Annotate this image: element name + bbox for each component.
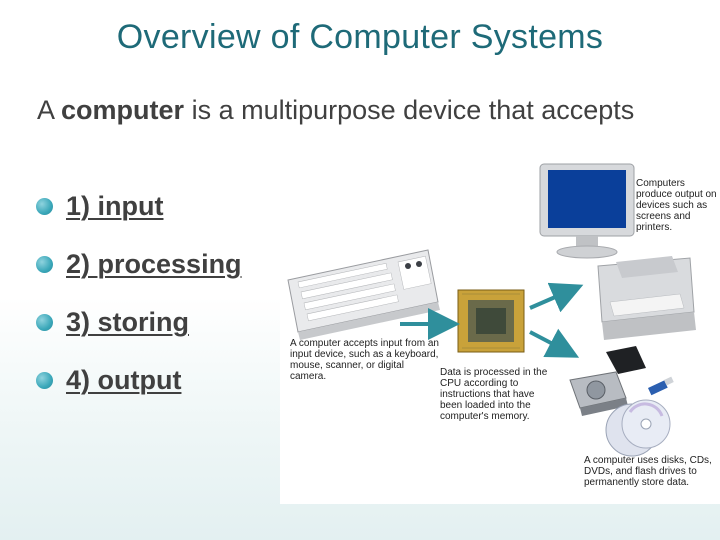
bullet-dot-icon [36,372,53,389]
arrow-cpu-to-storage [530,332,572,354]
bullet-item-input[interactable]: 1) input [36,186,242,244]
bullet-list: 1) input 2) processing 3) storing 4) out… [36,186,242,418]
caption-storage: A computer uses disks, CDs, DVDs, and fl… [584,455,720,488]
arrow-cpu-to-output [530,288,576,308]
flash-memory-icon [606,346,646,374]
intro-text: A computer is a multipurpose device that… [37,92,657,128]
bullet-dot-icon [36,256,53,273]
bullet-dot-icon [36,198,53,215]
keyboard-icon [288,250,440,340]
page-title: Overview of Computer Systems [0,18,720,57]
bullet-item-output[interactable]: 4) output [36,360,242,418]
cpu-chip-icon [458,290,524,352]
flash-drive-icon [648,377,674,396]
bullet-link-processing[interactable]: 2) processing [66,249,242,279]
bullet-link-output[interactable]: 4) output [66,365,181,395]
caption-processing: Data is processed in the CPU according t… [440,367,550,422]
bullet-link-storing[interactable]: 3) storing [66,307,189,337]
intro-prefix: A [37,95,61,125]
bullet-link-input[interactable]: 1) input [66,191,163,221]
caption-input: A computer accepts input from an input d… [290,338,440,382]
bullet-dot-icon [36,314,53,331]
computer-system-figure: A computer accepts input from an input d… [280,162,720,504]
caption-output: Computers produce output on devices such… [636,178,720,233]
printer-icon [598,256,696,340]
intro-bold-term: computer [61,95,184,125]
bullet-item-storing[interactable]: 3) storing [36,302,242,360]
intro-suffix: is a multipurpose device that accepts [184,95,634,125]
bullet-item-processing[interactable]: 2) processing [36,244,242,302]
monitor-icon [540,164,634,258]
